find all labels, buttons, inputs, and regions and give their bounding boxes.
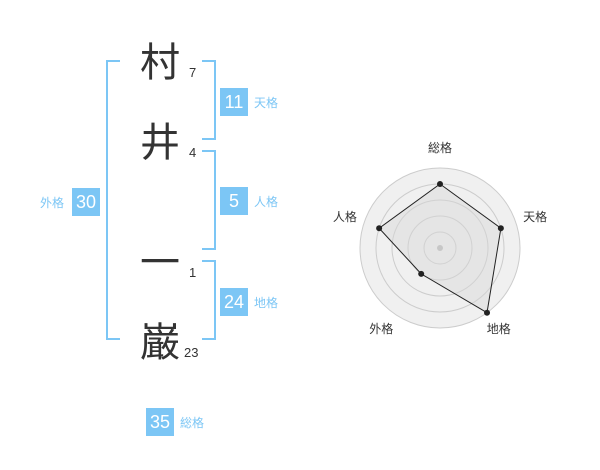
radar-series-polygon bbox=[378, 183, 502, 314]
gaikaku-bracket bbox=[106, 60, 120, 340]
radar-axis-label-5: 人格 bbox=[333, 209, 357, 224]
name-char-3: 一 bbox=[140, 240, 180, 286]
radar-point-3 bbox=[484, 309, 491, 316]
radar-axis-label-3: 地格 bbox=[487, 321, 511, 336]
stroke-count-2: 4 bbox=[189, 145, 197, 160]
chikaku-value: 24 bbox=[220, 288, 248, 316]
jinkaku-value: 5 bbox=[220, 187, 248, 215]
name-char-4: 巌 bbox=[140, 320, 180, 366]
tenkaku-label: 天格 bbox=[254, 96, 279, 110]
soukaku-label: 総格 bbox=[180, 416, 205, 430]
stroke-count-1: 7 bbox=[189, 65, 197, 80]
radar-point-2 bbox=[497, 225, 504, 232]
chikaku-bracket bbox=[202, 260, 216, 340]
radar-point-4 bbox=[418, 270, 425, 277]
radar-axis-label-4: 外格 bbox=[369, 321, 393, 336]
tenkaku-value: 11 bbox=[220, 88, 248, 116]
name-char-2: 井 bbox=[140, 120, 180, 166]
radar-point-1 bbox=[437, 181, 443, 187]
radar-axis-label-1: 総格 bbox=[428, 140, 452, 155]
name-char-1: 村 bbox=[140, 40, 180, 86]
gaikaku-label: 外格 bbox=[40, 196, 65, 210]
tenkaku-bracket bbox=[202, 60, 216, 140]
stroke-count-3: 1 bbox=[189, 265, 197, 280]
radar-axis-label-2: 天格 bbox=[523, 209, 547, 224]
gaikaku-value: 30 bbox=[72, 188, 100, 216]
jinkaku-bracket bbox=[202, 150, 216, 250]
jinkaku-label: 人格 bbox=[254, 195, 279, 209]
radar-ring-2 bbox=[407, 215, 473, 281]
radar-ring-3 bbox=[391, 199, 489, 297]
radar-center bbox=[437, 245, 443, 251]
radar-ring-1 bbox=[423, 231, 457, 265]
soukaku-value: 35 bbox=[146, 408, 174, 436]
radar-point-5 bbox=[376, 225, 383, 232]
stroke-count-4: 23 bbox=[184, 345, 199, 360]
radar-ring-5 bbox=[359, 167, 521, 329]
chikaku-label: 地格 bbox=[254, 296, 279, 310]
